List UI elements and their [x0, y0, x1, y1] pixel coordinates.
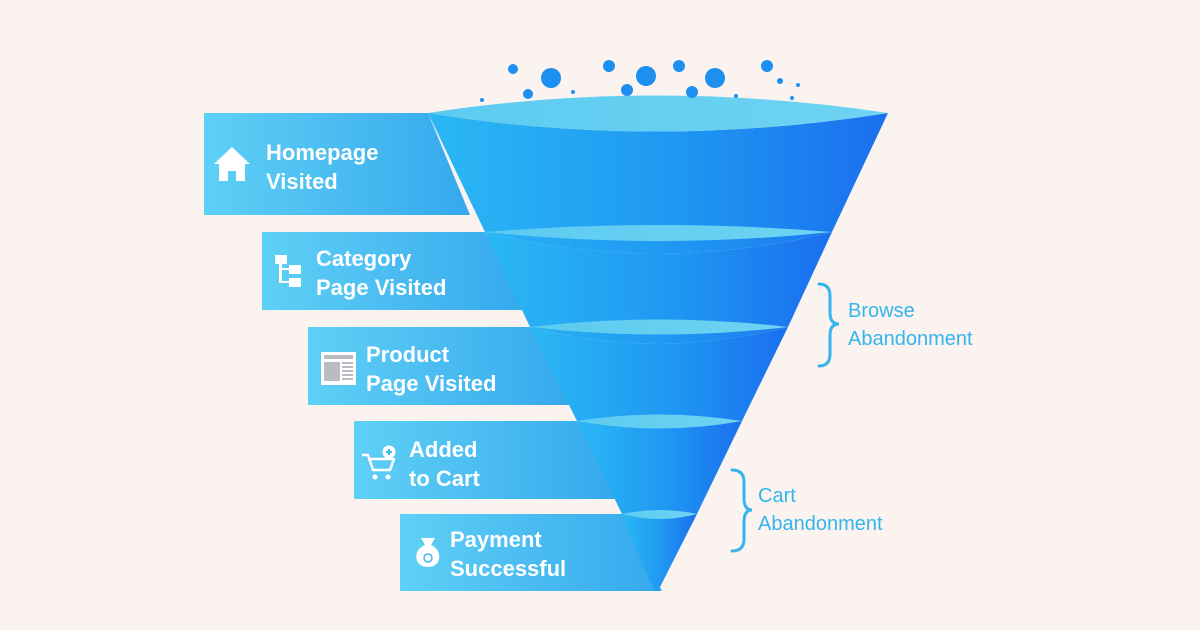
stage-label-line: Product [366, 342, 450, 367]
product-page-icon [321, 352, 356, 385]
bubble [621, 84, 633, 96]
bubble [705, 68, 725, 88]
bubble [541, 68, 561, 88]
stage-label-category: Category Page Visited [316, 246, 446, 300]
bracket-label-line: Abandonment [758, 513, 883, 535]
bracket-label-line: Browse [848, 300, 915, 322]
bracket-label-line: Cart [758, 485, 796, 507]
funnel-segment-2-top [485, 225, 832, 241]
funnel-segment-4 [577, 421, 742, 518]
banner-cart [354, 421, 617, 499]
bubble [603, 60, 615, 72]
funnel-segment-3-top [530, 319, 788, 335]
bracket-label-cart: Cart Abandonment [758, 485, 883, 535]
stage-labels: Homepage Visited Category Page Visited P… [266, 140, 566, 581]
funnel-segment-1-top [428, 95, 888, 132]
bubble [761, 60, 773, 72]
bubble [636, 66, 656, 86]
funnel-segment-3 [530, 327, 788, 427]
bubble [571, 90, 575, 94]
stage-banners [204, 113, 662, 591]
sitemap-icon [275, 255, 301, 287]
stage-label-line: to Cart [409, 466, 481, 491]
bubble [777, 78, 783, 84]
banner-product [308, 327, 572, 405]
funnel-segment-1 [428, 113, 888, 254]
banner-payment [400, 514, 662, 591]
bracket-cart: Cart Abandonment [730, 468, 883, 553]
bubble [790, 96, 794, 100]
stage-label-homepage: Homepage Visited [266, 140, 385, 194]
bubble [673, 60, 685, 72]
bubble [686, 86, 698, 98]
stage-label-line: Homepage [266, 140, 378, 165]
banner-category [262, 232, 525, 310]
funnel-segment-5-top [622, 510, 697, 519]
bubble [480, 98, 484, 102]
curly-brace-icon [730, 468, 753, 553]
stage-label-line: Category [316, 246, 412, 271]
funnel-segment-4-top [577, 414, 742, 429]
stage-label-line: Payment [450, 527, 542, 552]
bubbles [480, 60, 800, 102]
stage-label-line: Visited [266, 169, 338, 194]
bracket-browse: Browse Abandonment [817, 282, 973, 368]
cart-add-icon [362, 445, 396, 480]
money-bag-icon [416, 538, 440, 567]
stage-label-line: Successful [450, 556, 566, 581]
stage-label-cart: Added to Cart [409, 437, 484, 491]
stage-label-payment: Payment Successful [450, 527, 566, 581]
stage-label-line: Page Visited [366, 371, 496, 396]
banner-homepage [204, 113, 470, 215]
bracket-label-line: Abandonment [848, 328, 973, 350]
stage-label-product: Product Page Visited [366, 342, 496, 396]
funnel-segment-2 [485, 232, 832, 344]
funnel [428, 95, 888, 591]
bubble [523, 89, 533, 99]
stage-label-line: Added [409, 437, 477, 462]
curly-brace-icon [817, 282, 840, 368]
bubble [734, 94, 738, 98]
bracket-label-browse: Browse Abandonment [848, 300, 973, 350]
stage-label-line: Page Visited [316, 275, 446, 300]
home-icon [214, 147, 250, 181]
bubble [508, 64, 518, 74]
bubble [796, 83, 800, 87]
funnel-segment-5 [622, 514, 697, 591]
